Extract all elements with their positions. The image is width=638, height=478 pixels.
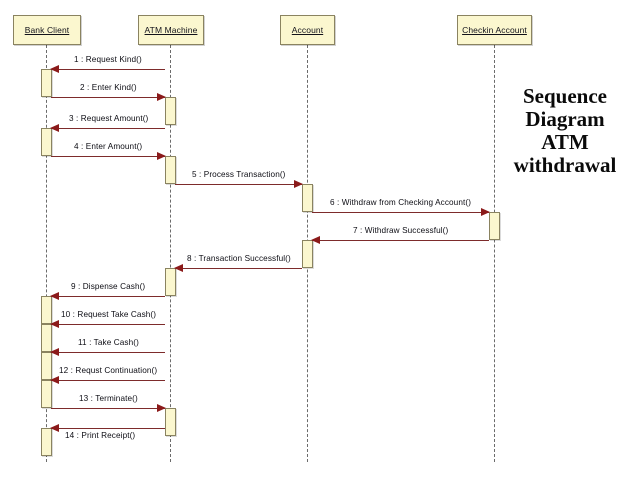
activation-bar-account	[302, 184, 313, 212]
activation-bar-atm-machine	[165, 408, 176, 436]
message-line-11[interactable]	[51, 352, 165, 353]
message-line-14[interactable]	[51, 428, 165, 429]
message-line-1[interactable]	[51, 69, 165, 70]
message-line-10[interactable]	[51, 324, 165, 325]
lifeline-header-label: Checkin Account	[462, 25, 527, 35]
message-label-11: 11 : Take Cash()	[78, 338, 139, 347]
message-arrowhead-9	[50, 292, 59, 300]
message-label-2: 2 : Enter Kind()	[80, 83, 137, 92]
message-line-12[interactable]	[51, 380, 165, 381]
activation-bar-account	[302, 240, 313, 268]
message-line-5[interactable]	[175, 184, 302, 185]
message-label-4: 4 : Enter Amount()	[74, 142, 143, 151]
message-arrowhead-12	[50, 376, 59, 384]
lifeline-header-account[interactable]: Account	[280, 15, 335, 45]
message-label-13: 13 : Terminate()	[79, 394, 138, 403]
message-line-7[interactable]	[312, 240, 489, 241]
diagram-title-line: ATM	[541, 130, 589, 154]
message-arrowhead-11	[50, 348, 59, 356]
message-arrowhead-14	[50, 424, 59, 432]
message-label-1: 1 : Request Kind()	[74, 55, 142, 64]
lifeline-header-bank-client[interactable]: Bank Client	[13, 15, 81, 45]
message-line-2[interactable]	[51, 97, 165, 98]
lifeline-header-atm-machine[interactable]: ATM Machine	[138, 15, 204, 45]
message-arrowhead-8	[174, 264, 183, 272]
activation-bar-bank-client	[41, 128, 52, 156]
activation-bar-bank-client	[41, 296, 52, 324]
lifeline-bank-client	[46, 45, 47, 462]
activation-bar-bank-client	[41, 352, 52, 380]
diagram-title-line: Diagram	[525, 107, 605, 131]
message-line-4[interactable]	[51, 156, 165, 157]
message-arrowhead-1	[50, 65, 59, 73]
message-label-10: 10 : Request Take Cash()	[61, 310, 157, 319]
activation-bar-bank-client	[41, 69, 52, 97]
message-line-3[interactable]	[51, 128, 165, 129]
lifeline-header-label: Bank Client	[24, 25, 70, 35]
activation-bar-atm-machine	[165, 156, 176, 184]
lifeline-header-label: ATM Machine	[144, 25, 198, 35]
message-label-6: 6 : Withdraw from Checking Account()	[330, 198, 472, 207]
message-label-3: 3 : Request Amount()	[69, 114, 149, 123]
message-arrowhead-13	[157, 404, 166, 412]
message-label-8: 8 : Transaction Successful()	[187, 254, 291, 263]
message-arrowhead-7	[311, 236, 320, 244]
message-arrowhead-6	[481, 208, 490, 216]
diagram-title-line: Sequence	[523, 84, 607, 108]
message-arrowhead-5	[294, 180, 303, 188]
activation-bar-bank-client	[41, 380, 52, 408]
message-arrowhead-4	[157, 152, 166, 160]
message-arrowhead-3	[50, 124, 59, 132]
diagram-title-line: withdrawal	[513, 153, 617, 177]
activation-bar-bank-client	[41, 324, 52, 352]
message-label-7: 7 : Withdraw Successful()	[353, 226, 449, 235]
lifeline-header-label: Account	[291, 25, 324, 35]
activation-bar-checkin-account	[489, 212, 500, 240]
message-arrowhead-2	[157, 93, 166, 101]
message-label-5: 5 : Process Transaction()	[192, 170, 286, 179]
activation-bar-atm-machine	[165, 268, 176, 296]
lifeline-header-checkin-account[interactable]: Checkin Account	[457, 15, 532, 45]
message-arrowhead-10	[50, 320, 59, 328]
lifeline-checkin-account	[494, 45, 495, 462]
message-label-12: 12 : Requst Continuation()	[59, 366, 158, 375]
lifeline-atm-machine	[170, 45, 171, 462]
activation-bar-bank-client	[41, 428, 52, 456]
activation-bar-atm-machine	[165, 97, 176, 125]
message-label-9: 9 : Dispense Cash()	[71, 282, 146, 291]
message-line-6[interactable]	[312, 212, 489, 213]
message-line-8[interactable]	[175, 268, 302, 269]
message-line-13[interactable]	[51, 408, 165, 409]
message-label-14: 14 : Print Receipt()	[65, 431, 136, 440]
message-line-9[interactable]	[51, 296, 165, 297]
